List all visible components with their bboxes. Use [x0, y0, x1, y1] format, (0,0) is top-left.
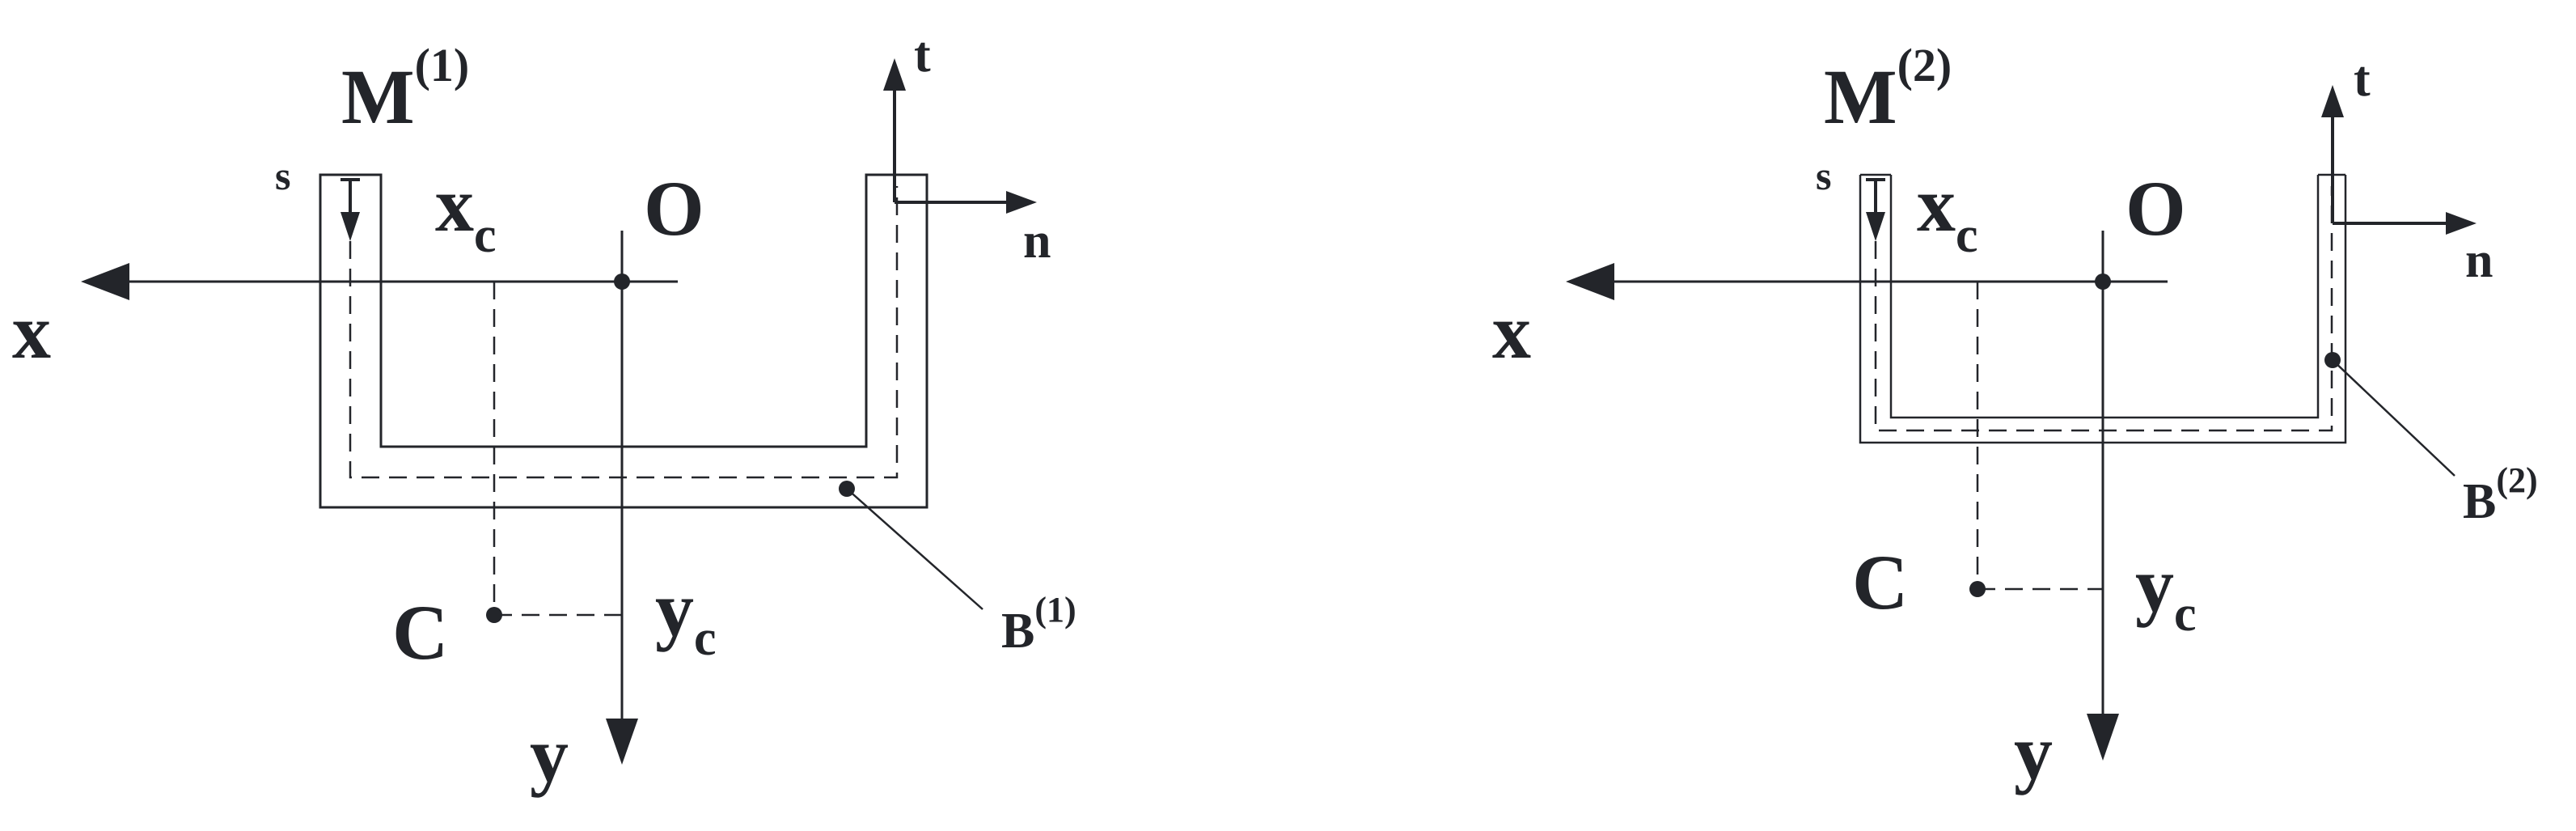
x-axis-label: x — [1492, 288, 1531, 375]
centroid-label: C — [1852, 539, 1908, 625]
panel-2: M(2) s xc O t n x C yc y B(2) — [1492, 39, 2538, 795]
channel-outer-outline — [319, 173, 928, 509]
centroid-label: C — [392, 589, 448, 676]
xc-label: xc — [1917, 161, 1978, 263]
section-label: M(1) — [341, 39, 469, 140]
origin-point — [614, 273, 630, 290]
origin-label: O — [644, 165, 704, 252]
n-axis-label: n — [2465, 233, 2493, 288]
point-b-leader — [846, 488, 983, 610]
point-b-label: B(2) — [2463, 460, 2538, 529]
s-coord-label: s — [1816, 153, 1831, 198]
y-axis-label: y — [2014, 709, 2053, 795]
s-coord-label: s — [275, 153, 290, 198]
t-axis-label: t — [914, 28, 931, 83]
n-axis-arrow — [1006, 191, 1037, 214]
t-axis-arrow — [2321, 85, 2344, 117]
centroid-point — [1969, 581, 1986, 597]
x-axis-label: x — [12, 288, 51, 375]
x-axis-arrow — [1566, 263, 1614, 300]
x-axis-arrow — [81, 263, 129, 300]
n-axis-arrow — [2446, 212, 2477, 235]
t-axis-label: t — [2354, 52, 2371, 107]
xc-label: xc — [435, 161, 497, 263]
yc-label: yc — [2135, 541, 2197, 642]
origin-point — [2095, 273, 2111, 290]
yc-label: yc — [655, 566, 717, 666]
s-arrow-head — [1866, 212, 1885, 241]
s-arrow-head — [341, 212, 360, 241]
point-b-leader — [2332, 359, 2455, 477]
point-b-label: B(1) — [1001, 590, 1077, 659]
t-axis-arrow — [883, 58, 906, 91]
origin-label: O — [2126, 165, 2186, 252]
y-axis-arrow — [606, 719, 638, 765]
y-axis-arrow — [2087, 714, 2119, 761]
n-axis-label: n — [1023, 214, 1051, 269]
channel-inner-outline — [1889, 175, 2320, 419]
centroid-point — [486, 607, 502, 623]
panel-1: M(1) s xc O t n x C yc y B(1) — [12, 28, 1077, 798]
channel-midline — [349, 186, 899, 479]
section-label: M(2) — [1824, 39, 1952, 140]
y-axis-label: y — [530, 711, 569, 798]
